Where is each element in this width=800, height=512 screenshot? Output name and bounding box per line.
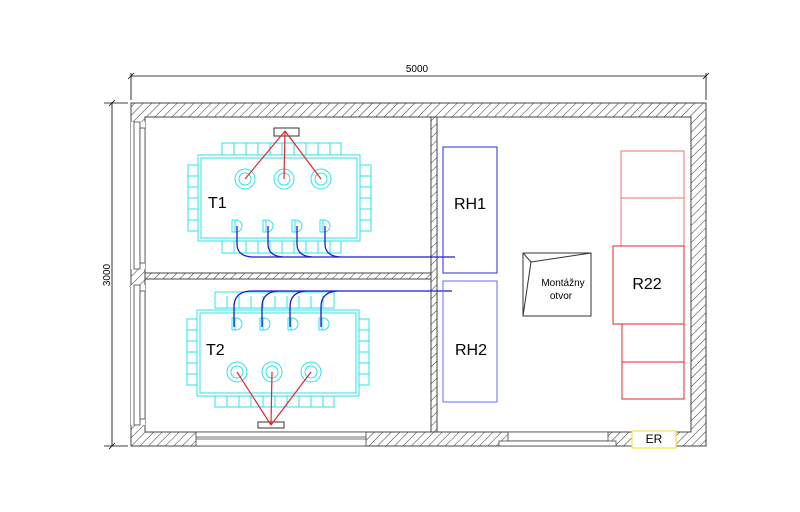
transformer-t1[interactable]: T1 (187, 127, 372, 254)
t1-lv-bushings (231, 219, 331, 233)
t2-lv-bushings (231, 317, 330, 331)
left-vent-upper (133, 121, 141, 270)
partition-wall-vertical (430, 116, 438, 433)
door-switchgear-room (507, 431, 609, 442)
height-dimension-label: 3000 (102, 263, 113, 286)
width-dimension-label: 5000 (406, 64, 429, 75)
lv-cables-t2 (233, 290, 452, 327)
walls (130, 102, 707, 447)
t2-label: T2 (206, 342, 225, 359)
lv-cables-t1 (236, 226, 455, 258)
r22-label: R22 (632, 276, 661, 293)
t1-hv-bushings (234, 168, 332, 190)
opening-label-line1: Montážny (541, 278, 584, 289)
switchgear-rh2[interactable]: RH2 (442, 280, 498, 403)
partition-wall-horizontal (144, 272, 432, 280)
mounting-opening: Montážny otvor (522, 252, 592, 317)
opening-label-line2: otvor (550, 291, 573, 302)
meter-box-er[interactable]: ER (631, 430, 677, 449)
t2-hv-cables (236, 371, 312, 426)
dimension-width: 5000 (127, 64, 710, 100)
t1-label: T1 (208, 195, 227, 212)
rh2-label: RH2 (455, 342, 487, 359)
transformer-t2[interactable]: T2 (186, 291, 370, 429)
t2-cooling-fins (187, 296, 369, 407)
left-vent-lower (133, 284, 141, 426)
rh1-label: RH1 (454, 196, 486, 213)
t1-cooling-fins (188, 143, 371, 253)
switchgear-rh1[interactable]: RH1 (442, 146, 498, 274)
er-label: ER (646, 432, 663, 446)
t1-hv-cables (244, 130, 322, 180)
distribution-board-r22[interactable]: R22 (612, 150, 685, 400)
dimension-height: 3000 (102, 99, 128, 450)
